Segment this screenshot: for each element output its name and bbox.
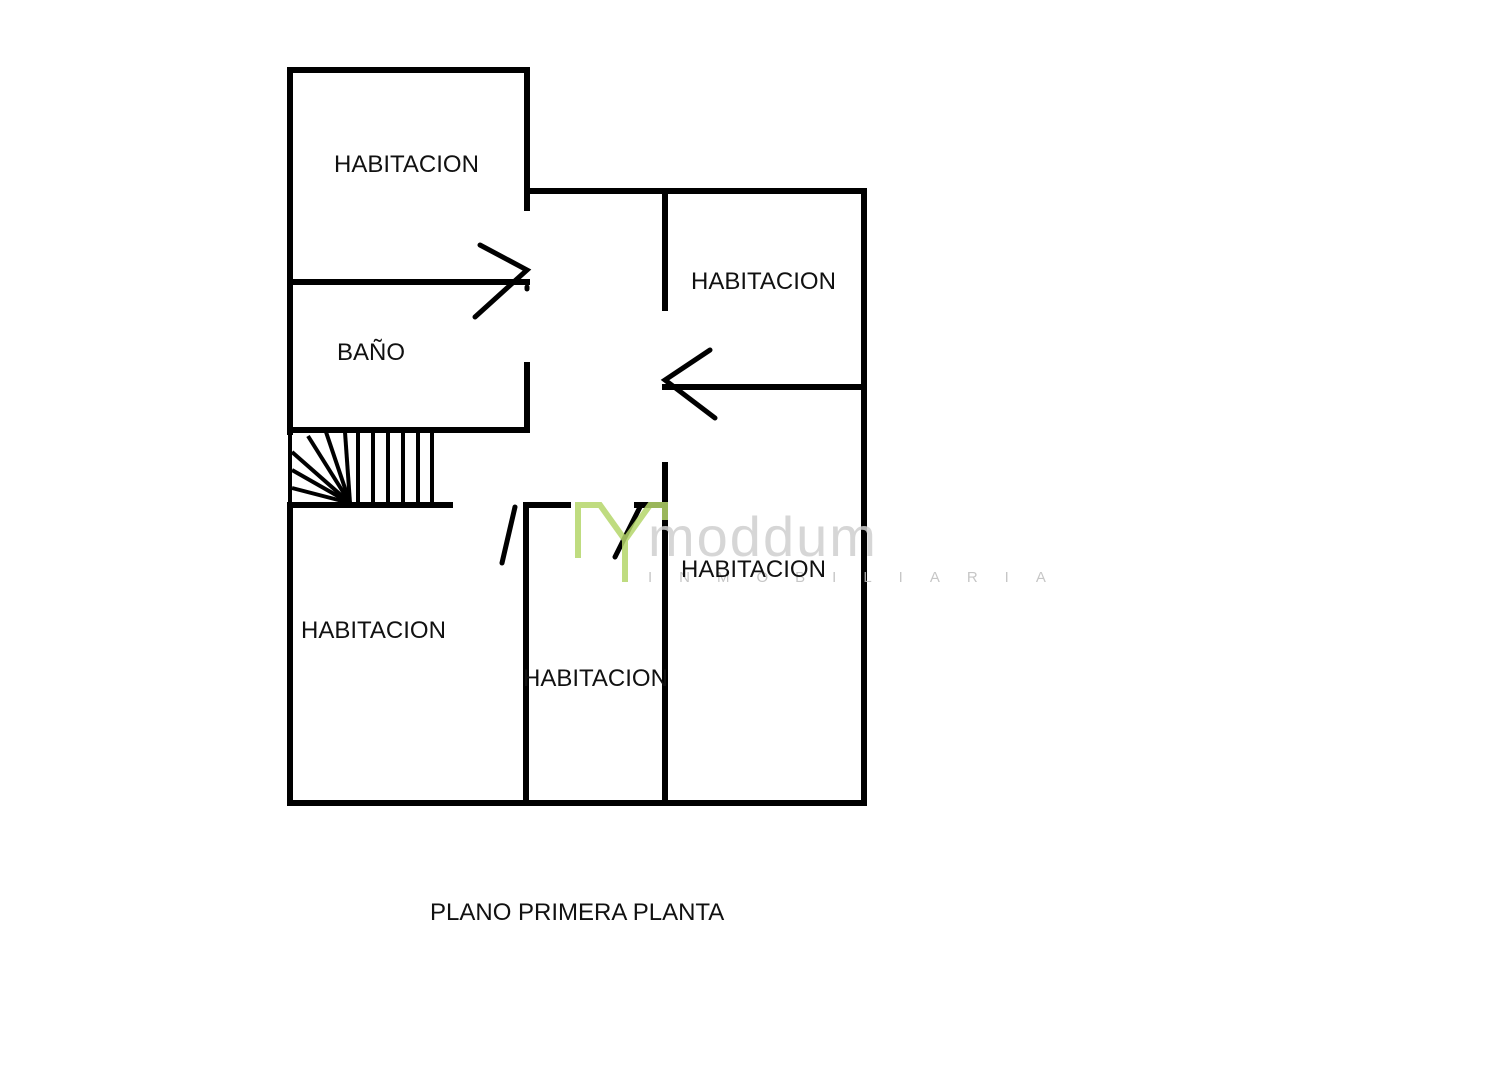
watermark-logo: moddum INMOBILIARIA: [575, 502, 1073, 586]
room-label-bathroom: BAÑO: [337, 339, 405, 366]
stair-winder: [291, 486, 351, 505]
room-label-bottom-left: HABITACION: [301, 617, 446, 644]
room-label-bottom-middle: HABITACION: [523, 665, 668, 692]
wall-bottom-left-room: [287, 502, 867, 806]
room-label-right-top: HABITACION: [691, 268, 836, 295]
wall-bath-right: [287, 362, 530, 433]
doors: [472, 242, 718, 566]
room-label-right-bottom: HABITACION: [681, 556, 826, 583]
stairs: [288, 431, 434, 505]
stair-winder: [291, 468, 351, 505]
stair-winder: [324, 431, 352, 504]
room-label-top-left: HABITACION: [334, 151, 479, 178]
plan-title: PLANO PRIMERA PLANTA: [430, 899, 724, 926]
wall-upper-corridor: [524, 188, 867, 806]
watermark-brand: moddum: [648, 505, 878, 568]
stair-winder: [290, 450, 352, 505]
wall-bottom-middle-room: [523, 502, 571, 806]
stair-winder: [343, 431, 352, 504]
stair-winder: [306, 434, 352, 505]
room-labels: HABITACION BAÑO HABITACION HABITACION HA…: [301, 151, 836, 692]
walls: [287, 67, 867, 806]
watermark-subtitle: INMOBILIARIA: [648, 569, 1073, 586]
door-right-room: [660, 347, 718, 421]
door-top-left-room: [472, 242, 532, 320]
wall-top-left-room: [287, 67, 530, 283]
door-bottom-left-room: [499, 504, 518, 566]
